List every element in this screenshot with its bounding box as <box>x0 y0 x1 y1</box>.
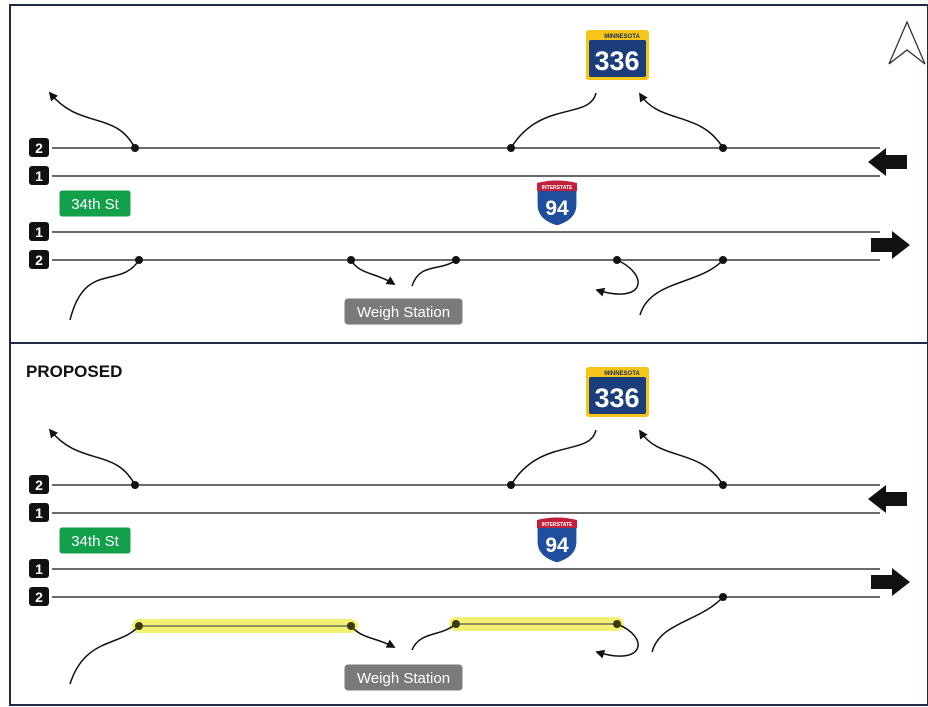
ramp-entry-336 <box>510 92 597 149</box>
svg-text:336: 336 <box>594 383 639 413</box>
ramp-entry-34th <box>69 259 140 321</box>
ramp-node <box>613 256 621 264</box>
ramp-node <box>135 256 143 264</box>
ramp-entry-336-wb <box>651 596 724 653</box>
svg-text:MINNESOTA: MINNESOTA <box>604 34 640 40</box>
svg-text:2: 2 <box>35 252 43 268</box>
ramp-entry-336 <box>510 429 597 486</box>
lane-badge: 1 <box>29 166 49 185</box>
ramp-node <box>719 144 727 152</box>
lane-badge: 1 <box>29 222 49 241</box>
ramp-exit-weigh-station <box>350 625 396 648</box>
svg-text:Weigh Station: Weigh Station <box>357 304 450 321</box>
ramp-entry-weigh-station <box>411 259 457 287</box>
ramp-node <box>452 256 460 264</box>
ramp-entry-34th <box>69 625 140 685</box>
interstate-94-shield: INTERSTATE 94 <box>536 179 578 227</box>
svg-text:MINNESOTA: MINNESOTA <box>604 371 640 377</box>
lane-badge: 1 <box>29 503 49 522</box>
svg-text:1: 1 <box>35 561 43 577</box>
ramp-exit-loop <box>595 259 639 297</box>
street-sign-34th: 34th St <box>58 189 132 218</box>
ramp-exit-336 <box>639 429 724 486</box>
ramp-node <box>131 481 139 489</box>
westbound-arrow-icon <box>868 148 907 176</box>
lane-badge: 2 <box>29 138 49 157</box>
svg-text:1: 1 <box>35 224 43 240</box>
svg-text:2: 2 <box>35 589 43 605</box>
svg-text:2: 2 <box>35 140 43 156</box>
svg-text:94: 94 <box>545 197 569 220</box>
ramp-exit-34th <box>48 428 136 486</box>
lane-badge: 2 <box>29 587 49 606</box>
svg-text:Weigh Station: Weigh Station <box>357 670 450 687</box>
proposed-title: PROPOSED <box>26 362 122 381</box>
ramp-node <box>613 620 621 628</box>
lane-badge: 2 <box>29 475 49 494</box>
outer-border <box>9 4 928 706</box>
ramp-exit-weigh-station <box>350 259 396 285</box>
ramp-node <box>507 144 515 152</box>
ramp-node <box>507 481 515 489</box>
ramp-node <box>347 256 355 264</box>
mn-336-shield: MINNESOTA 336 <box>586 30 649 80</box>
interstate-94-shield: INTERSTATE 94 <box>536 516 578 564</box>
svg-text:1: 1 <box>35 505 43 521</box>
north-arrow-icon <box>888 20 926 65</box>
ramp-node <box>719 593 727 601</box>
panel-proposed: PROPOSED 2 1 1 2 34th St <box>26 362 910 692</box>
ramp-exit-loop <box>595 623 639 659</box>
weigh-station-label: Weigh Station <box>343 297 464 326</box>
svg-text:1: 1 <box>35 168 43 184</box>
ramp-entry-weigh-station <box>411 623 457 651</box>
mn-336-shield: MINNESOTA 336 <box>586 367 649 417</box>
svg-text:2: 2 <box>35 477 43 493</box>
weigh-station-label: Weigh Station <box>343 663 464 692</box>
eastbound-arrow-icon <box>871 231 910 259</box>
ramp-node <box>452 620 460 628</box>
ramp-node <box>719 256 727 264</box>
svg-text:34th St: 34th St <box>71 533 119 550</box>
ramp-exit-34th <box>48 91 136 149</box>
ramp-node <box>131 144 139 152</box>
ramp-entry-336-wb <box>639 259 724 316</box>
svg-text:34th St: 34th St <box>71 196 119 213</box>
ramp-exit-336 <box>639 92 724 149</box>
svg-text:INTERSTATE: INTERSTATE <box>542 185 573 191</box>
svg-text:336: 336 <box>594 46 639 76</box>
lane-badge: 1 <box>29 559 49 578</box>
ramp-node <box>135 622 143 630</box>
svg-text:INTERSTATE: INTERSTATE <box>542 522 573 528</box>
panel-existing: 2 1 1 2 34th St INTERSTATE 94 <box>29 20 926 326</box>
street-sign-34th: 34th St <box>58 526 132 555</box>
eastbound-arrow-icon <box>871 568 910 596</box>
lane-badge: 2 <box>29 250 49 269</box>
ramp-node <box>719 481 727 489</box>
ramp-node <box>347 622 355 630</box>
westbound-arrow-icon <box>868 485 907 513</box>
svg-text:94: 94 <box>545 534 569 557</box>
